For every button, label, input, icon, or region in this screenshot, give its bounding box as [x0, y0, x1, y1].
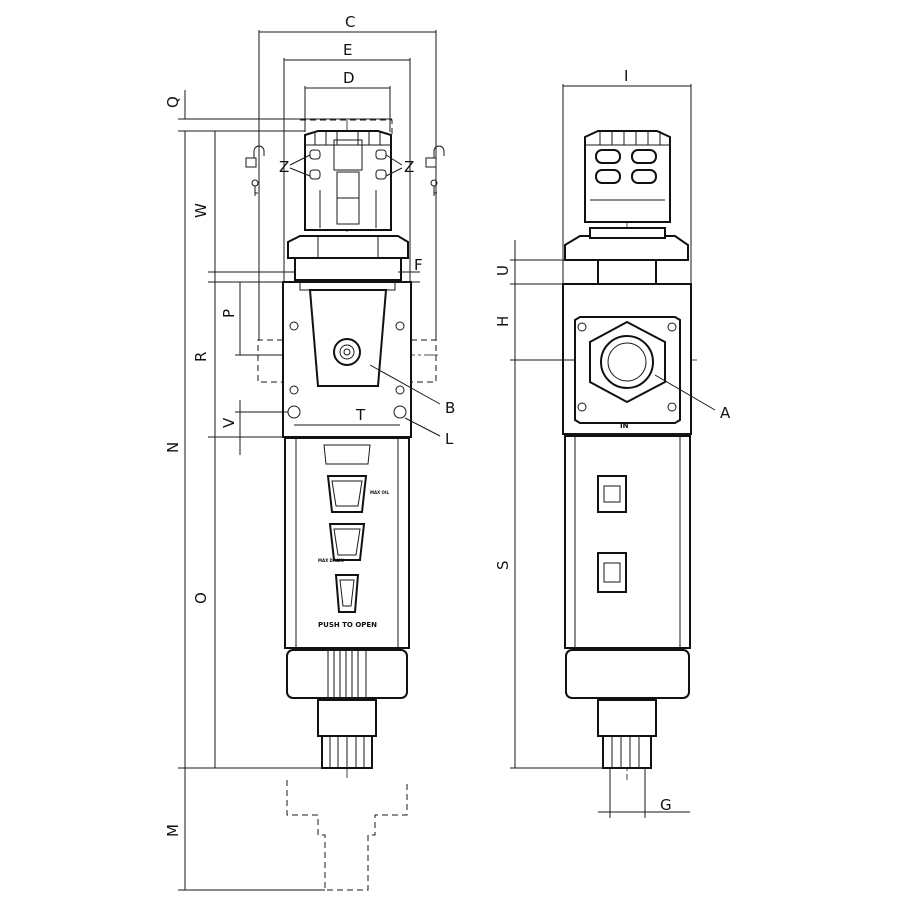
dim-label-c: C	[345, 13, 355, 31]
dim-label-v: V	[220, 417, 238, 428]
side-drain-stem	[597, 699, 657, 769]
dim-label-g: G	[660, 796, 672, 814]
dim-label-o: O	[192, 592, 210, 604]
dim-label-d: D	[343, 69, 355, 87]
callout-b: B	[445, 399, 455, 417]
dim-label-s: S	[494, 560, 512, 570]
front-adjust-knob	[304, 130, 392, 231]
callout-a: A	[720, 404, 731, 422]
dim-label-p: P	[220, 309, 238, 318]
dim-label-z-right: Z	[404, 158, 414, 176]
dim-label-f: F	[414, 256, 423, 274]
front-bowl	[284, 437, 410, 649]
padlock-open-icon	[425, 145, 445, 168]
dim-label-n: N	[164, 442, 182, 453]
max-oil-label: MAX OIL	[370, 490, 389, 495]
side-bonnet	[564, 227, 689, 285]
side-drain-ring	[565, 649, 690, 699]
dim-label-w: W	[192, 203, 210, 218]
dim-label-r: R	[192, 352, 210, 362]
front-view	[178, 30, 445, 891]
padlock-open-icon	[245, 145, 265, 168]
side-main-body: IN	[562, 283, 692, 435]
front-drain-ring	[286, 649, 408, 699]
side-adjust-knob	[584, 130, 671, 223]
key-icon	[251, 179, 259, 196]
dim-label-z-left: Z	[279, 158, 289, 176]
push-to-open-label: PUSH TO OPEN	[318, 621, 377, 629]
dim-label-i: I	[624, 67, 628, 85]
port-label: IN	[620, 422, 629, 430]
side-bowl	[564, 435, 691, 649]
front-bonnet	[287, 235, 409, 281]
dim-label-q: Q	[164, 96, 182, 108]
dim-label-t: T	[355, 406, 366, 424]
callout-l: L	[445, 430, 454, 448]
dim-label-h: H	[494, 316, 512, 327]
dim-label-u: U	[494, 265, 512, 276]
max-drain-label: MAX DRAIN	[318, 558, 344, 563]
front-drain-stem	[317, 699, 377, 769]
dim-label-e: E	[343, 41, 352, 59]
dim-label-m: M	[164, 824, 182, 837]
side-view: IN	[510, 84, 716, 818]
front-main-body	[282, 281, 412, 438]
